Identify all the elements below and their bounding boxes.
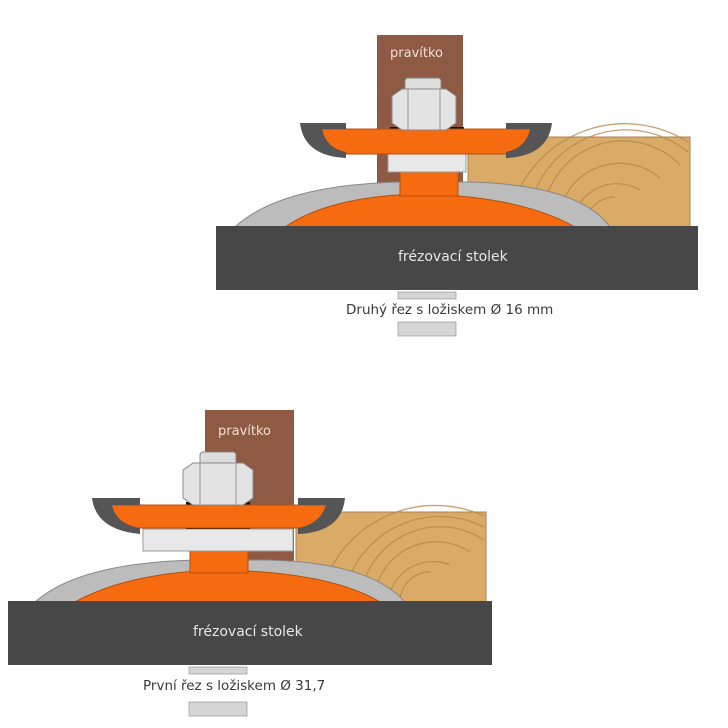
router-table-icon bbox=[8, 601, 492, 665]
hex-nut-icon bbox=[182, 451, 254, 506]
bearing-16mm-icon bbox=[387, 151, 467, 173]
ruler-label: pravítko bbox=[218, 424, 271, 439]
ruler-label: pravítko bbox=[390, 46, 443, 61]
hex-nut-icon bbox=[391, 77, 457, 131]
table-label: frézovací stolek bbox=[193, 624, 303, 640]
bearing-31-7-icon bbox=[142, 528, 294, 552]
router-table-icon bbox=[216, 226, 698, 290]
cutter-disc-icon bbox=[101, 504, 341, 529]
table-label: frézovací stolek bbox=[398, 249, 508, 265]
caption-first-cut: První řez s ložiskem Ø 31,7 bbox=[143, 678, 326, 694]
caption-second-cut: Druhý řez s ložiskem Ø 16 mm bbox=[346, 302, 554, 318]
